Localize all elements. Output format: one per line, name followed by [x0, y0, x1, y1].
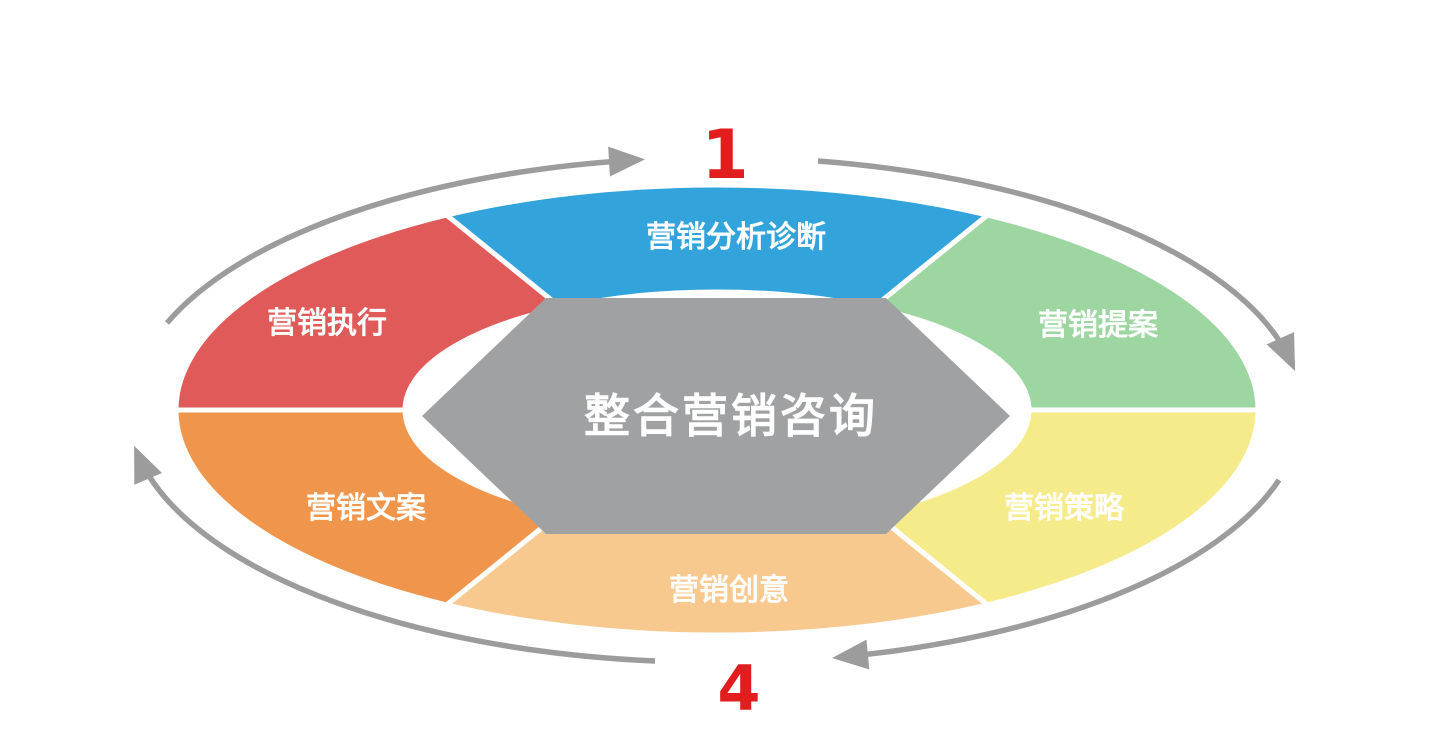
segment-label: 营销执行 [267, 306, 387, 341]
segment-shape [173, 407, 564, 608]
segment-shape [444, 182, 990, 311]
segment-shape [870, 407, 1261, 608]
segment-marketing-analysis: 营销分析诊断 [444, 182, 990, 311]
segment-label: 营销创意 [669, 573, 789, 608]
rotation-arrow-bottom-left [134, 445, 656, 664]
cycle-number-bottom: 4 [717, 652, 760, 725]
segment-marketing-creative: 营销创意 [444, 509, 990, 638]
rotation-arrow-top-left [164, 146, 645, 325]
rotation-arrow-top-right [817, 158, 1296, 372]
segment-label: 营销策略 [1004, 491, 1125, 526]
segment-marketing-copywriting: 营销文案 [173, 407, 564, 608]
segment-marketing-execution: 营销执行 [173, 212, 564, 413]
cycle-number-top: 1 [701, 116, 748, 195]
segment-label: 营销分析诊断 [646, 220, 826, 255]
rotation-arrow-bottom-right [832, 478, 1282, 670]
segment-marketing-strategy: 营销策略 [870, 407, 1261, 608]
segment-shape [173, 212, 564, 413]
center-title: 整合营销咨询 [584, 389, 878, 443]
segment-label: 营销文案 [306, 491, 427, 526]
segment-shape [870, 212, 1261, 413]
segment-marketing-proposal: 营销提案 [870, 212, 1261, 413]
segment-label: 营销提案 [1038, 308, 1159, 343]
center-hexagon-group: 整合营销咨询 [422, 298, 1010, 534]
center-hexagon [422, 298, 1010, 534]
